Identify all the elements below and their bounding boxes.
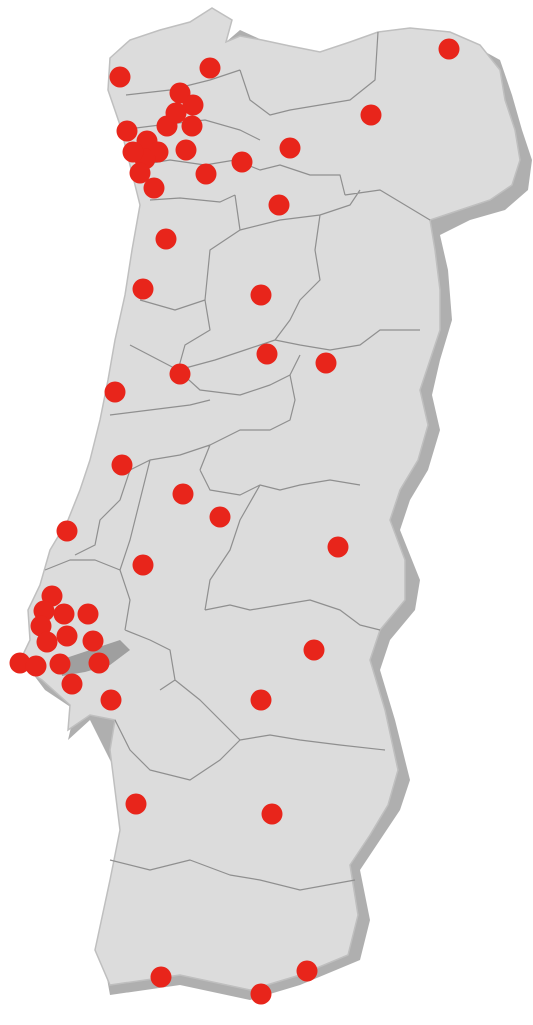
location-marker[interactable]	[104, 381, 126, 403]
location-marker[interactable]	[250, 284, 272, 306]
location-marker[interactable]	[25, 655, 47, 677]
location-marker[interactable]	[296, 960, 318, 982]
location-marker[interactable]	[231, 151, 253, 173]
location-marker[interactable]	[49, 653, 71, 675]
location-marker[interactable]	[109, 66, 131, 88]
location-marker[interactable]	[125, 793, 147, 815]
location-marker[interactable]	[165, 102, 187, 124]
location-marker[interactable]	[250, 983, 272, 1005]
location-marker[interactable]	[61, 673, 83, 695]
location-marker[interactable]	[88, 652, 110, 674]
location-marker[interactable]	[172, 483, 194, 505]
location-marker[interactable]	[143, 177, 165, 199]
country-landmass	[17, 7, 521, 991]
location-marker[interactable]	[155, 228, 177, 250]
location-marker[interactable]	[36, 631, 58, 653]
location-marker[interactable]	[82, 630, 104, 652]
location-marker[interactable]	[9, 652, 31, 674]
location-marker[interactable]	[256, 343, 278, 365]
location-marker[interactable]	[303, 639, 325, 661]
location-marker[interactable]	[30, 615, 52, 637]
location-marker[interactable]	[360, 104, 382, 126]
district-borders	[44, 31, 431, 891]
location-marker[interactable]	[132, 278, 154, 300]
location-marker[interactable]	[169, 363, 191, 385]
location-marker[interactable]	[56, 625, 78, 647]
location-marker[interactable]	[195, 163, 217, 185]
location-marker[interactable]	[122, 141, 144, 163]
location-marker[interactable]	[182, 94, 204, 116]
location-marker[interactable]	[56, 520, 78, 542]
location-marker[interactable]	[116, 120, 138, 142]
location-markers	[9, 38, 460, 1005]
location-marker[interactable]	[129, 162, 151, 184]
location-marker[interactable]	[199, 57, 221, 79]
location-marker[interactable]	[150, 966, 172, 988]
location-marker[interactable]	[250, 689, 272, 711]
location-marker[interactable]	[209, 506, 231, 528]
location-marker[interactable]	[315, 352, 337, 374]
location-marker[interactable]	[111, 454, 133, 476]
location-marker[interactable]	[132, 554, 154, 576]
location-marker[interactable]	[327, 536, 349, 558]
location-marker[interactable]	[181, 115, 203, 137]
location-marker[interactable]	[261, 803, 283, 825]
location-marker[interactable]	[438, 38, 460, 60]
location-marker[interactable]	[77, 603, 99, 625]
location-marker[interactable]	[53, 603, 75, 625]
location-marker[interactable]	[268, 194, 290, 216]
location-marker[interactable]	[100, 689, 122, 711]
location-marker[interactable]	[279, 137, 301, 159]
location-marker[interactable]	[175, 139, 197, 161]
